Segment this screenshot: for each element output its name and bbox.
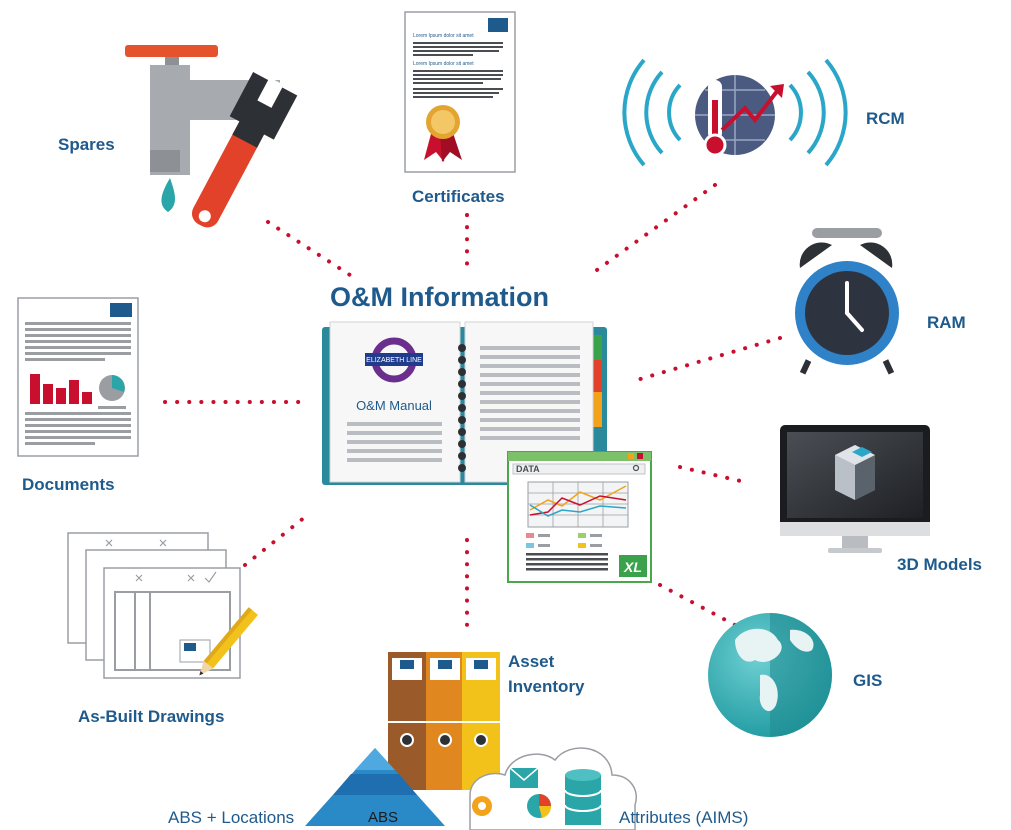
gis-globe-icon [708,613,832,737]
spares-icon [125,45,298,228]
rcm-globe-thermometer [695,75,784,157]
envelope-icon [510,768,538,788]
connector-gis [658,583,737,627]
xl-badge-label: XL [623,559,642,575]
label-certificates: Certificates [412,187,505,206]
manual-label: O&M Manual [356,398,432,413]
label-abs-locations: ABS + Locations [168,808,294,827]
database-icon [564,769,602,825]
abs-pyramid-icon [305,748,445,826]
documents-icon [17,297,139,457]
certificate-icon: Lorem Ipsum dolor sit amet Lorem Ipsum d… [404,11,516,173]
connector-3d [678,465,747,484]
manual-logo-text: ELIZABETH LINE [366,357,422,364]
connector-as-built [243,515,307,567]
data-label: DATA [516,464,540,474]
label-rcm: RCM [866,109,905,128]
om-manual-book: ELIZABETH LINE O&M Manual [322,321,607,485]
monitor-3d-icon [780,425,930,553]
connector-spares [266,220,352,277]
as-built-drawings-icon [67,532,258,679]
connectors [163,183,782,632]
label-ram: RAM [927,313,966,332]
certificate-heading-2: Lorem Ipsum dolor sit amet [413,61,474,67]
rcm-icon [622,58,848,167]
connector-rcm [588,183,717,277]
label-as-built: As-Built Drawings [78,707,224,726]
label-asset-line2: Inventory [508,677,585,696]
label-documents: Documents [22,475,115,494]
asset-binders-icon [388,652,500,790]
label-3d-models: 3D Models [897,555,982,574]
label-gis: GIS [853,671,882,690]
label-spares: Spares [58,135,115,154]
xl-badge-icon [619,555,647,577]
diagram-title: O&M Information [330,282,549,312]
cloud-icon [469,747,637,830]
search-icon [632,464,640,472]
connector-ram [628,336,782,384]
certificate-heading-1: Lorem Ipsum dolor sit amet [413,33,474,39]
label-attributes: Attributes (AIMS) [619,808,748,827]
abs-label: ABS [368,809,398,826]
label-asset-line1: Asset [508,652,555,671]
ram-clock-icon [795,228,899,375]
data-window: DATA XL [507,451,652,583]
